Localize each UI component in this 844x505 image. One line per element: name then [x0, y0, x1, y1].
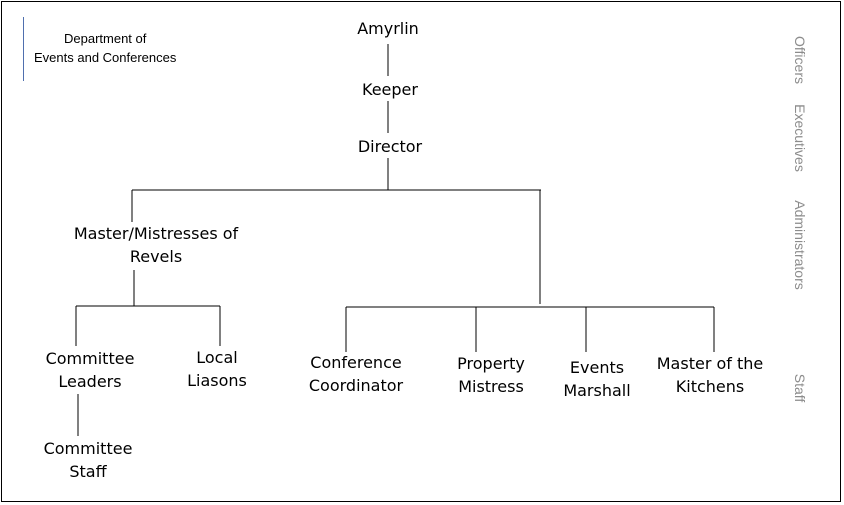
node-property-mistress: Property Mistress [457, 354, 525, 396]
node-committee-leaders: Committee Leaders [45, 349, 135, 391]
node-keeper: Keeper [362, 80, 418, 99]
tier-label-officers: Officers [792, 36, 808, 84]
tier-label-administrators: Administrators [792, 200, 808, 290]
department-title-text: Department of Events and Conferences [34, 31, 177, 65]
node-revels: Master/Mistresses of Revels [73, 224, 239, 266]
node-conference-coordinator: Conference Coordinator [308, 353, 404, 395]
node-director: Director [357, 137, 423, 156]
node-local-liasons: Local Liasons [187, 348, 247, 390]
tier-label-staff: Staff [792, 373, 808, 403]
tier-label-executives: Executives [792, 104, 808, 172]
node-events-marshall: Events Marshall [563, 358, 631, 400]
node-master-kitchens: Master of the Kitchens [656, 354, 764, 396]
department-title: Department of Events and Conferences [23, 17, 176, 81]
node-committee-staff: Committee Staff [43, 439, 133, 481]
node-amyrlin: Amyrlin [357, 19, 419, 38]
